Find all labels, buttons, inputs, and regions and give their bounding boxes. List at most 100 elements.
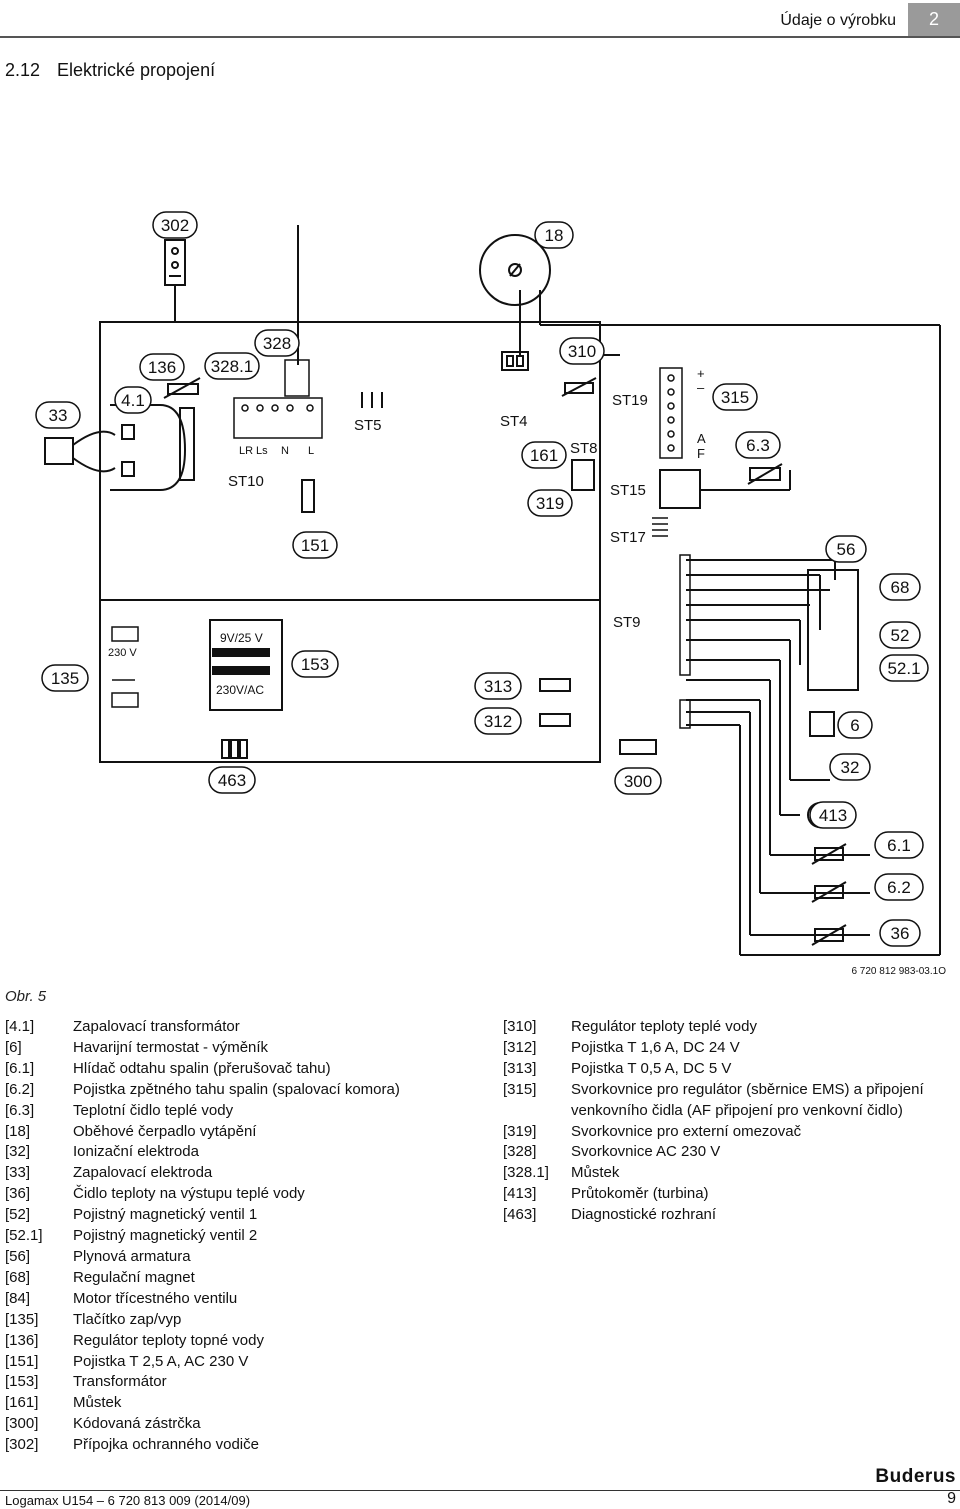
label-463: 463: [218, 771, 246, 790]
terminal-ls: Ls: [256, 445, 268, 457]
wiring-diagram: 302 18 328 328.1 136 310 33 4.1 315 6.3 …: [35, 211, 946, 975]
label-302-bubble: [152, 211, 198, 239]
connector-st5: ST5: [354, 417, 382, 434]
diagnostic-port-icon: [221, 739, 248, 759]
legend-key: [56]: [5, 1247, 31, 1265]
connector-st4: ST4: [500, 413, 528, 430]
legend-text: Pojistka T 0,5 A, DC 5 V: [571, 1059, 732, 1077]
legend-text: Svorkovnice pro externí omezovač: [571, 1122, 802, 1140]
legend-item: [6.3]Teplotní čidlo teplé vody: [5, 1101, 475, 1122]
legend-text: Průtokoměr (turbina): [571, 1185, 709, 1203]
st10-terminal-icon: [233, 359, 323, 439]
legend-text: Zapalovací transformátor: [73, 1018, 240, 1035]
legend-left: [4.1]Zapalovací transformátor[6]Havarijn…: [5, 1017, 475, 1456]
legend-key: [52.1]: [5, 1227, 43, 1245]
legend-item: [413] Průtokoměr (turbina): [503, 1184, 953, 1205]
legend-item: [33]Zapalovací elektroda: [5, 1163, 475, 1184]
legend-item: [4.1] Zapalovací transformátor: [5, 1017, 475, 1038]
legend-text: Transformátor: [73, 1373, 167, 1391]
label-310: 310: [568, 342, 596, 361]
legend-key: [18]: [5, 1122, 31, 1140]
legend-item: [300]Kódovaná zástrčka: [5, 1414, 475, 1435]
heating-thermostat-icon: [163, 377, 201, 399]
legend-item: [52] Pojistný magnetický ventil 1: [5, 1205, 475, 1226]
label-33: 33: [49, 406, 68, 425]
safety-thermostat-icon: [809, 711, 835, 737]
terminal-plus: +: [697, 366, 705, 381]
label-413: 413: [819, 806, 847, 825]
legend-text: Pojistka T 2,5 A, AC 230 V: [73, 1352, 249, 1370]
legend-key: [153]: [5, 1373, 39, 1391]
legend-key: [52]: [5, 1206, 31, 1224]
legend-text: Pojistka zpětného tahu spalin (spalovací…: [73, 1080, 400, 1098]
st8-connector-icon: [571, 459, 595, 491]
legend-text: Pojistka T 1,6 A, DC 24 V: [571, 1038, 740, 1056]
section-number: 2.12: [5, 60, 41, 80]
legend-item: [36]Čidlo teploty na výstupu teplé vody: [5, 1184, 475, 1205]
label-153: 153: [301, 655, 329, 674]
legend-key: [315]: [503, 1080, 537, 1098]
legend-key: [135]: [5, 1310, 39, 1328]
chapter-tab: 2: [908, 3, 960, 36]
terminal-minus: –: [697, 380, 705, 395]
legend-key: [302]: [5, 1436, 39, 1454]
legend-item: [310]Regulátor teploty teplé vody: [503, 1017, 953, 1038]
fuse-312-icon: [539, 713, 571, 727]
legend-key: [310]: [503, 1018, 537, 1035]
label-6-2: 6.2: [887, 878, 911, 897]
ground-terminal-icon: [164, 239, 186, 286]
dhw-thermostat-icon: [561, 377, 597, 397]
legend-key: [6.2]: [5, 1080, 35, 1098]
legend-text: Regulační magnet: [73, 1268, 195, 1286]
st9-connector-icon: [652, 517, 691, 729]
legend-text: Diagnostické rozhraní: [571, 1206, 717, 1224]
legend-key: [33]: [5, 1164, 31, 1182]
legend-item: [153] Transformátor: [5, 1372, 475, 1393]
legend-item: [56]Plynová armatura: [5, 1247, 475, 1268]
pump-icon: [479, 234, 551, 306]
legend-item: [328] Svorkovnice AC 230 V: [503, 1142, 953, 1163]
footer-document-id: Logamax U154 – 6 720 813 009 (2014/09): [5, 1493, 251, 1508]
legend-text: Oběhové čerpadlo vytápění: [73, 1122, 257, 1140]
label-6-1: 6.1: [887, 836, 911, 855]
st19-terminal-icon: [659, 367, 683, 459]
label-300: 300: [624, 772, 652, 791]
legend-key: [313]: [503, 1059, 537, 1077]
label-312: 312: [484, 712, 512, 731]
legend-key: [413]: [503, 1185, 537, 1203]
legend-item: [32]Ionizační elektroda: [5, 1142, 475, 1163]
legend-text: Pojistný magnetický ventil 1: [73, 1206, 258, 1224]
legend-key: [136]: [5, 1331, 39, 1349]
brand-logo: Buderus: [875, 1466, 956, 1487]
legend-key: [328]: [503, 1143, 537, 1161]
label-302: 302: [161, 216, 189, 235]
legend-key: [32]: [5, 1143, 31, 1161]
legend-text: Tlačítko zap/vyp: [73, 1310, 182, 1328]
label-328: 328: [263, 334, 291, 353]
legend-text: Motor třícestného ventilu: [73, 1289, 238, 1307]
switch-voltage: 230 V: [108, 647, 137, 659]
label-319: 319: [536, 494, 564, 513]
legend-item: [313] Pojistka T 0,5 A, DC 5 V: [503, 1059, 953, 1080]
legend-item: [161]Můstek: [5, 1393, 475, 1414]
legend-key: [6]: [5, 1038, 22, 1056]
legend-key: [300]: [5, 1415, 39, 1433]
legend-text: Svorkovnice AC 230 V: [571, 1143, 721, 1161]
connector-st10: ST10: [228, 473, 264, 490]
label-136: 136: [148, 358, 176, 377]
figure-caption: Obr. 5: [5, 988, 47, 1005]
section-title-text: Elektrické propojení: [57, 60, 216, 80]
board-upper-outline: [99, 321, 601, 763]
label-313: 313: [484, 677, 512, 696]
legend-item: [6.1]Hlídač odtahu spalin (přerušovač ta…: [5, 1059, 475, 1080]
legend-item: [18] Oběhové čerpadlo vytápění: [5, 1122, 475, 1143]
legend-item: [68]Regulační magnet: [5, 1268, 475, 1289]
transformer-icon: [209, 619, 283, 711]
legend-key: [4.1]: [5, 1018, 35, 1035]
legend-item: [6.2] Pojistka zpětného tahu spalin (spal…: [5, 1080, 475, 1101]
legend-item: [302]Přípojka ochranného vodiče: [5, 1435, 475, 1456]
legend-item: [151]Pojistka T 2,5 A, AC 230 V: [5, 1352, 475, 1373]
legend-text: Čidlo teploty na výstupu teplé vody: [73, 1185, 305, 1203]
label-6-3: 6.3: [746, 436, 770, 455]
legend-item: [315]Svorkovnice pro regulátor (sběrnice…: [503, 1080, 953, 1122]
